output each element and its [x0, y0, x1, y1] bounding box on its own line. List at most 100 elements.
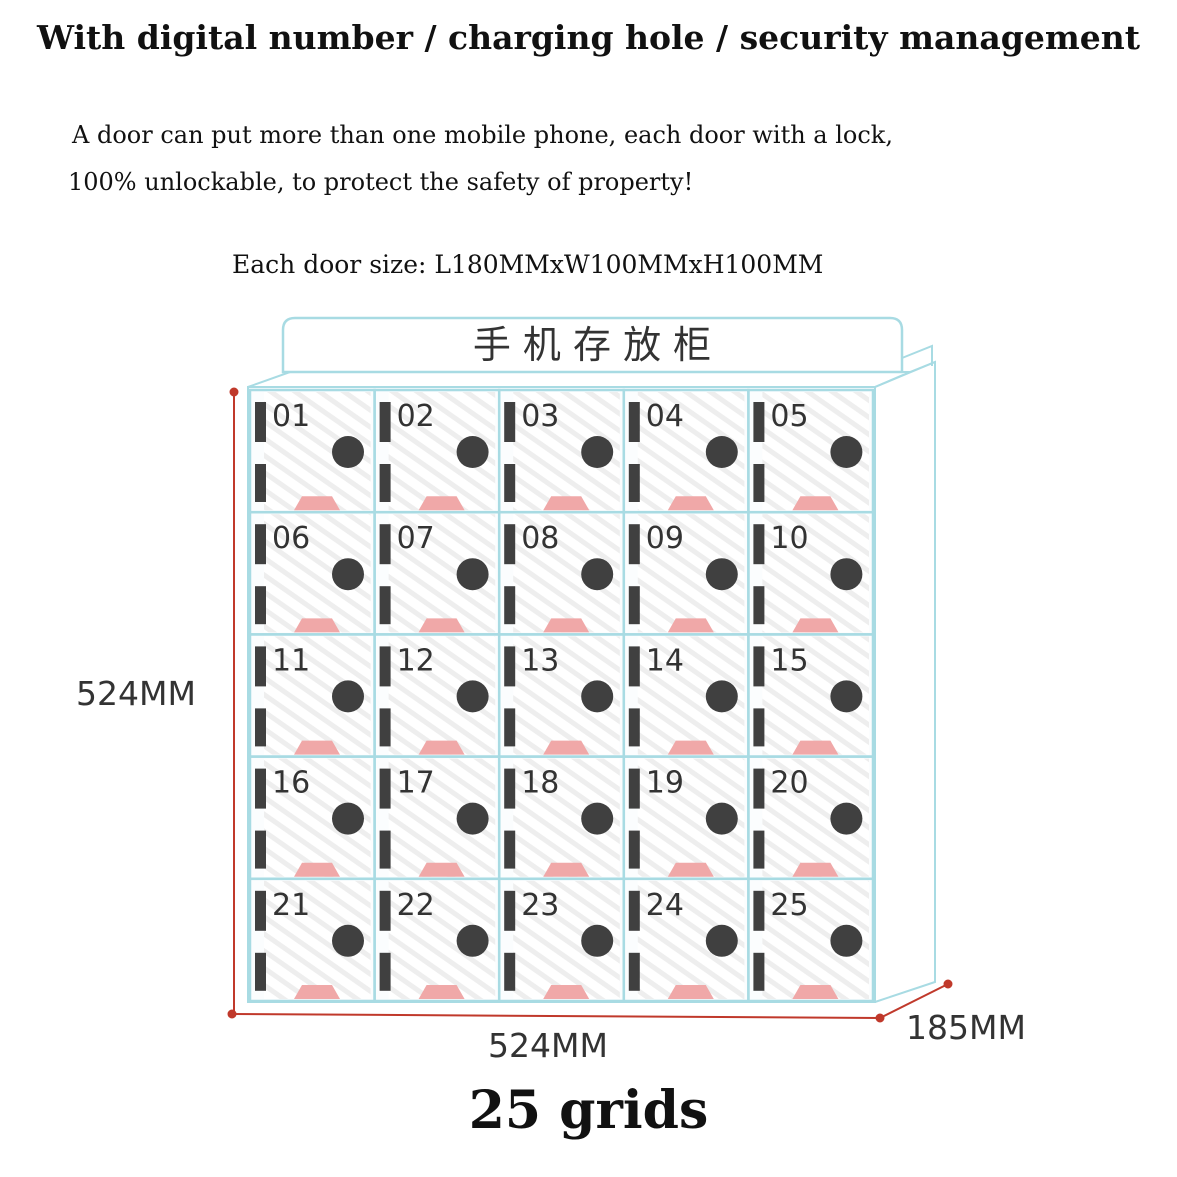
locker-door: 21	[248, 877, 376, 1003]
lock-icon[interactable]	[830, 680, 863, 713]
hinge-bottom	[628, 952, 640, 991]
lock-icon[interactable]	[456, 802, 489, 835]
lock-icon[interactable]	[456, 924, 489, 957]
lock-icon[interactable]	[456, 558, 489, 591]
grid-count-label: 25 grids	[468, 1080, 709, 1141]
charging-tray	[667, 985, 714, 999]
locker-door: 20	[747, 755, 875, 881]
door-number: 02	[397, 399, 435, 434]
lock-icon[interactable]	[581, 436, 614, 468]
charging-tray	[667, 496, 714, 511]
description-line-2: 100% unlockable, to protect the safety o…	[68, 168, 694, 196]
door-number: 14	[646, 643, 684, 678]
charging-tray	[294, 740, 340, 755]
hinge-bottom	[255, 830, 266, 869]
lock-icon[interactable]	[830, 924, 863, 957]
hinge-top	[255, 890, 266, 931]
locker-door: 02	[373, 388, 501, 514]
locker-door: 04	[622, 388, 750, 514]
lock-icon[interactable]	[456, 436, 489, 468]
locker-door: 17	[373, 755, 501, 881]
door-number: 24	[646, 888, 684, 923]
lock-icon[interactable]	[830, 436, 863, 468]
charging-tray	[543, 740, 590, 755]
lock-icon[interactable]	[705, 558, 738, 591]
locker-door: 12	[373, 633, 501, 758]
lock-icon[interactable]	[332, 680, 364, 713]
hinge-bottom	[504, 830, 516, 869]
locker-door: 13	[497, 633, 626, 758]
locker-door: 16	[248, 755, 376, 881]
charging-tray	[418, 740, 465, 755]
hinge-top	[379, 402, 391, 442]
depth-dimension-label: 185MM	[906, 1008, 1026, 1047]
hinge-top	[379, 646, 391, 687]
lock-icon[interactable]	[705, 924, 738, 957]
hinge-top	[504, 524, 516, 565]
locker-door: 14	[622, 633, 750, 758]
headline: With digital number / charging hole / se…	[37, 18, 1140, 57]
charging-tray	[418, 496, 465, 511]
description: A door can put more than one mobile phon…	[68, 112, 893, 206]
charging-tray	[294, 862, 340, 877]
hinge-bottom	[255, 708, 266, 747]
lock-icon[interactable]	[705, 680, 738, 713]
charging-tray	[792, 496, 839, 511]
door-number: 22	[397, 888, 435, 923]
hinge-bottom	[753, 830, 765, 869]
lock-icon[interactable]	[581, 802, 614, 835]
hinge-bottom	[379, 830, 391, 869]
charging-tray	[543, 862, 590, 877]
hinge-top	[753, 402, 765, 442]
charging-tray	[792, 740, 839, 755]
door-number: 21	[272, 888, 310, 923]
door-frame	[747, 877, 875, 1003]
dimension-lines	[227, 387, 953, 1023]
door-number: 01	[272, 399, 310, 434]
locker-door: 03	[497, 388, 626, 514]
locker-door: 09	[622, 510, 750, 636]
hinge-bottom	[753, 952, 765, 991]
hinge-bottom	[255, 464, 266, 502]
hinge-top	[753, 768, 765, 809]
door-number: 16	[272, 766, 310, 801]
hinge-top	[379, 890, 391, 931]
locker-door: 10	[747, 510, 875, 636]
door-number: 23	[521, 888, 559, 923]
lock-icon[interactable]	[581, 924, 614, 957]
description-line-1: A door can put more than one mobile phon…	[72, 121, 893, 149]
locker-door: 18	[497, 755, 626, 881]
door-number: 12	[397, 643, 435, 678]
lock-icon[interactable]	[332, 436, 364, 468]
lock-icon[interactable]	[332, 558, 364, 591]
locker-door: 24	[622, 877, 750, 1003]
lock-icon[interactable]	[830, 802, 863, 835]
hinge-top	[255, 402, 266, 442]
door-number: 04	[646, 399, 684, 434]
door-number: 13	[521, 643, 559, 678]
hinge-top	[753, 646, 765, 687]
lock-icon[interactable]	[332, 802, 364, 835]
hinge-bottom	[753, 708, 765, 747]
lock-icon[interactable]	[581, 558, 614, 591]
hinge-top	[628, 524, 640, 565]
lock-icon[interactable]	[830, 558, 863, 591]
lock-icon[interactable]	[705, 436, 738, 468]
lock-icon[interactable]	[581, 680, 614, 713]
hinge-top	[255, 524, 266, 565]
lock-icon[interactable]	[705, 802, 738, 835]
hinge-bottom	[255, 586, 266, 625]
hinge-bottom	[628, 830, 640, 869]
lock-icon[interactable]	[456, 680, 489, 713]
door-number: 08	[521, 521, 559, 556]
locker-door: 19	[622, 755, 750, 881]
charging-tray	[792, 862, 839, 877]
lock-icon[interactable]	[332, 924, 364, 957]
door-number: 05	[770, 399, 808, 434]
door-size-label: Each door size: L180MMxW100MMxH100MM	[232, 250, 824, 279]
hinge-bottom	[379, 708, 391, 747]
hinge-top	[504, 768, 516, 809]
hinge-top	[753, 524, 765, 565]
hinge-bottom	[379, 586, 391, 625]
